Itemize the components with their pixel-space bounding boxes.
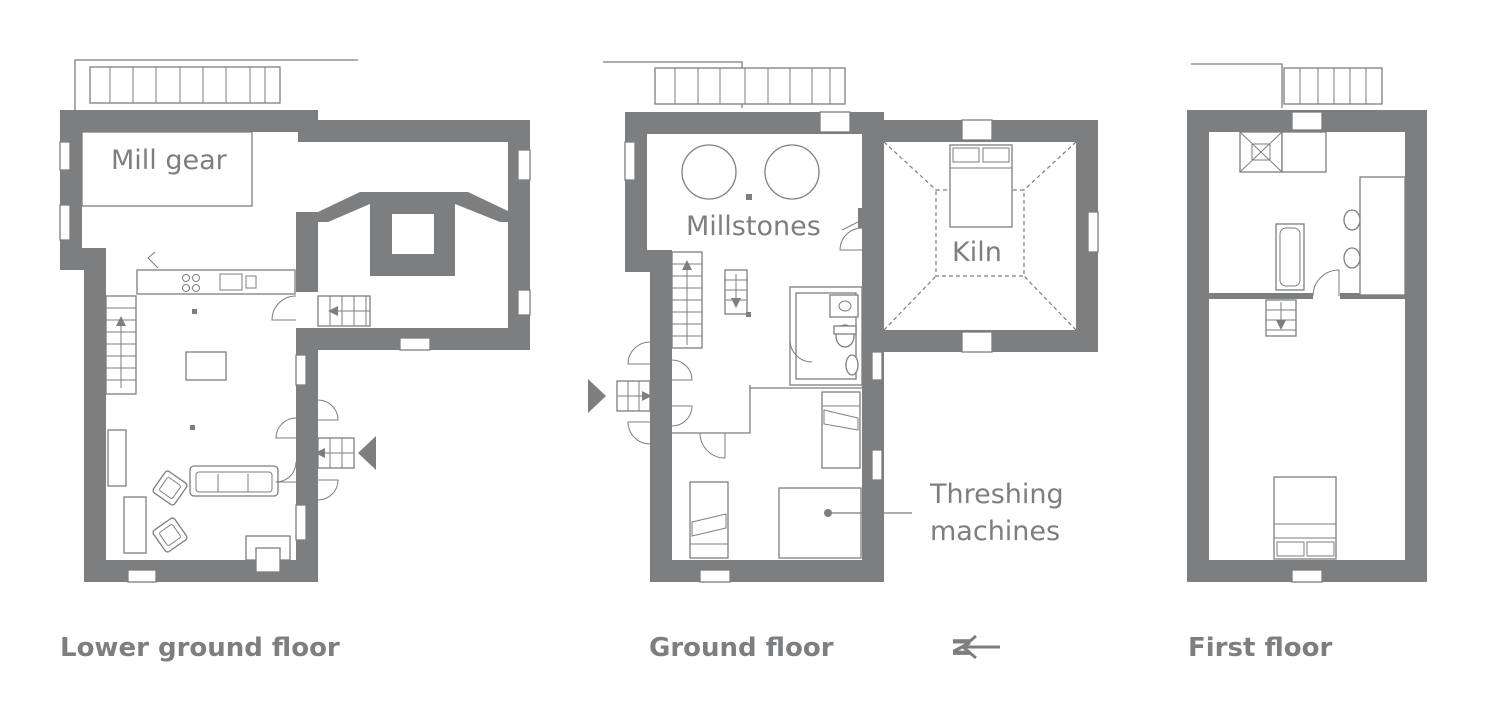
entrance-arrow-icon [358, 436, 376, 470]
kiln [883, 141, 1077, 331]
first-walls [1187, 110, 1427, 582]
first-bathroom [1239, 131, 1406, 297]
first-floor-plan [1187, 63, 1427, 583]
lower-staircase [105, 295, 137, 395]
lower-inner-stairs [147, 251, 371, 327]
ground-floor-plan: Millstones Kiln [588, 61, 1099, 583]
lower-entrance [275, 399, 376, 501]
first-terrace [1191, 63, 1383, 108]
ground-partitions [672, 219, 863, 459]
mill-gear-label: Mill gear [111, 145, 228, 176]
threshing-label-line1: Threshing [929, 479, 1064, 510]
kitchen-island [185, 351, 227, 381]
armchair-2 [152, 517, 188, 553]
bookcase [123, 496, 147, 554]
ground-bed-2 [689, 481, 729, 559]
ground-entrance-arrow-icon [588, 379, 606, 413]
ground-terrace [603, 61, 846, 108]
fireplace [245, 535, 291, 573]
threshing-label-line2: machines [930, 516, 1060, 547]
lower-windows [59, 141, 531, 583]
kiln-label: Kiln [952, 237, 1002, 268]
sideboard [107, 429, 127, 487]
terrace-steps [74, 59, 358, 110]
millstones-label: Millstones [686, 211, 821, 242]
ground-floor-label: Ground floor [649, 633, 834, 663]
lower-ground-floor-label: Lower ground floor [60, 633, 340, 663]
sofa [189, 465, 279, 497]
ground-bed-1 [821, 391, 861, 469]
lower-ground-floor-plan: Mill gear [59, 59, 531, 583]
mill-gear-area [81, 131, 253, 207]
kitchen-counter [136, 269, 296, 295]
kiln-bed [949, 144, 1013, 228]
arrow-left-icon [960, 634, 1000, 660]
ground-entrance [588, 341, 693, 445]
armchair-1 [152, 470, 188, 506]
millstones [681, 144, 820, 200]
threshing-machines [778, 487, 862, 559]
first-windows [1291, 111, 1323, 583]
first-floor-label: First floor [1188, 633, 1332, 663]
ground-windows [624, 111, 1099, 583]
ground-stairs [671, 251, 751, 349]
first-stairs [1265, 299, 1297, 337]
north-arrow: N [947, 634, 1000, 660]
first-bed [1273, 476, 1337, 560]
